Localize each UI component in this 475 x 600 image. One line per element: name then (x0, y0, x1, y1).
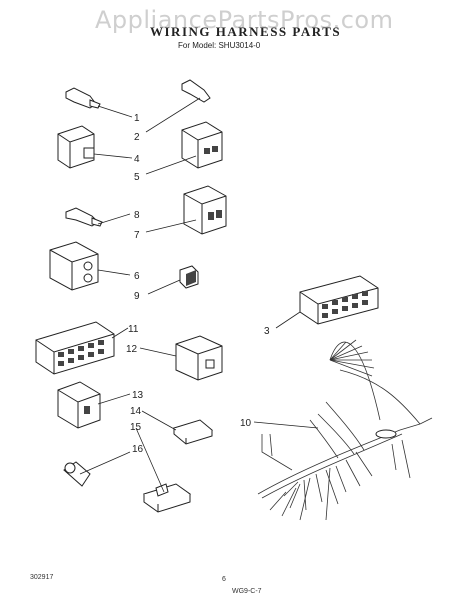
watermark: AppliancePartsPros.com (95, 6, 394, 34)
callout-labels: 1 2 3 4 5 6 7 8 9 10 11 12 13 14 15 16 (126, 113, 270, 455)
part-connector-6 (49, 241, 99, 291)
part-terminal-8 (65, 207, 103, 227)
callout-15: 15 (130, 422, 142, 433)
footer-left-code: 302917 (30, 574, 54, 581)
callout-12: 12 (126, 344, 138, 355)
part-block-9 (179, 265, 199, 289)
callout-2: 2 (134, 132, 140, 143)
page-title: WIRING HARNESS PARTS (150, 24, 342, 39)
part-connector-5 (181, 121, 223, 169)
part-pad-14 (172, 419, 214, 445)
footer-page-number: 6 (222, 576, 226, 583)
part-connector-7 (183, 185, 227, 235)
callout-9: 9 (134, 291, 140, 302)
callout-10: 10 (240, 418, 252, 429)
part-wire-harness-10 (257, 339, 433, 521)
callout-11: 11 (128, 324, 139, 335)
callout-7: 7 (134, 230, 140, 241)
callout-4: 4 (134, 154, 140, 165)
part-connector-4 (57, 125, 95, 169)
callout-3: 3 (264, 326, 270, 337)
footer-right-code: WG9-C-7 (232, 588, 262, 595)
part-terminal-2 (181, 79, 211, 103)
part-clip-15 (142, 483, 192, 513)
model-line: For Model: SHU3014-0 (178, 41, 261, 50)
part-connector-11 (35, 321, 115, 375)
callout-13: 13 (132, 390, 144, 401)
callout-16: 16 (132, 444, 144, 455)
callout-5: 5 (134, 172, 140, 183)
part-connector-13 (57, 381, 101, 429)
part-connector-3 (299, 275, 379, 325)
callout-1: 1 (134, 113, 140, 124)
callout-8: 8 (134, 210, 140, 221)
leader-lines (79, 97, 319, 493)
callout-14: 14 (130, 406, 142, 417)
part-terminal-1 (65, 87, 101, 109)
part-connector-12 (175, 335, 223, 381)
part-wire-nut-16 (63, 461, 91, 487)
callout-6: 6 (134, 271, 140, 282)
